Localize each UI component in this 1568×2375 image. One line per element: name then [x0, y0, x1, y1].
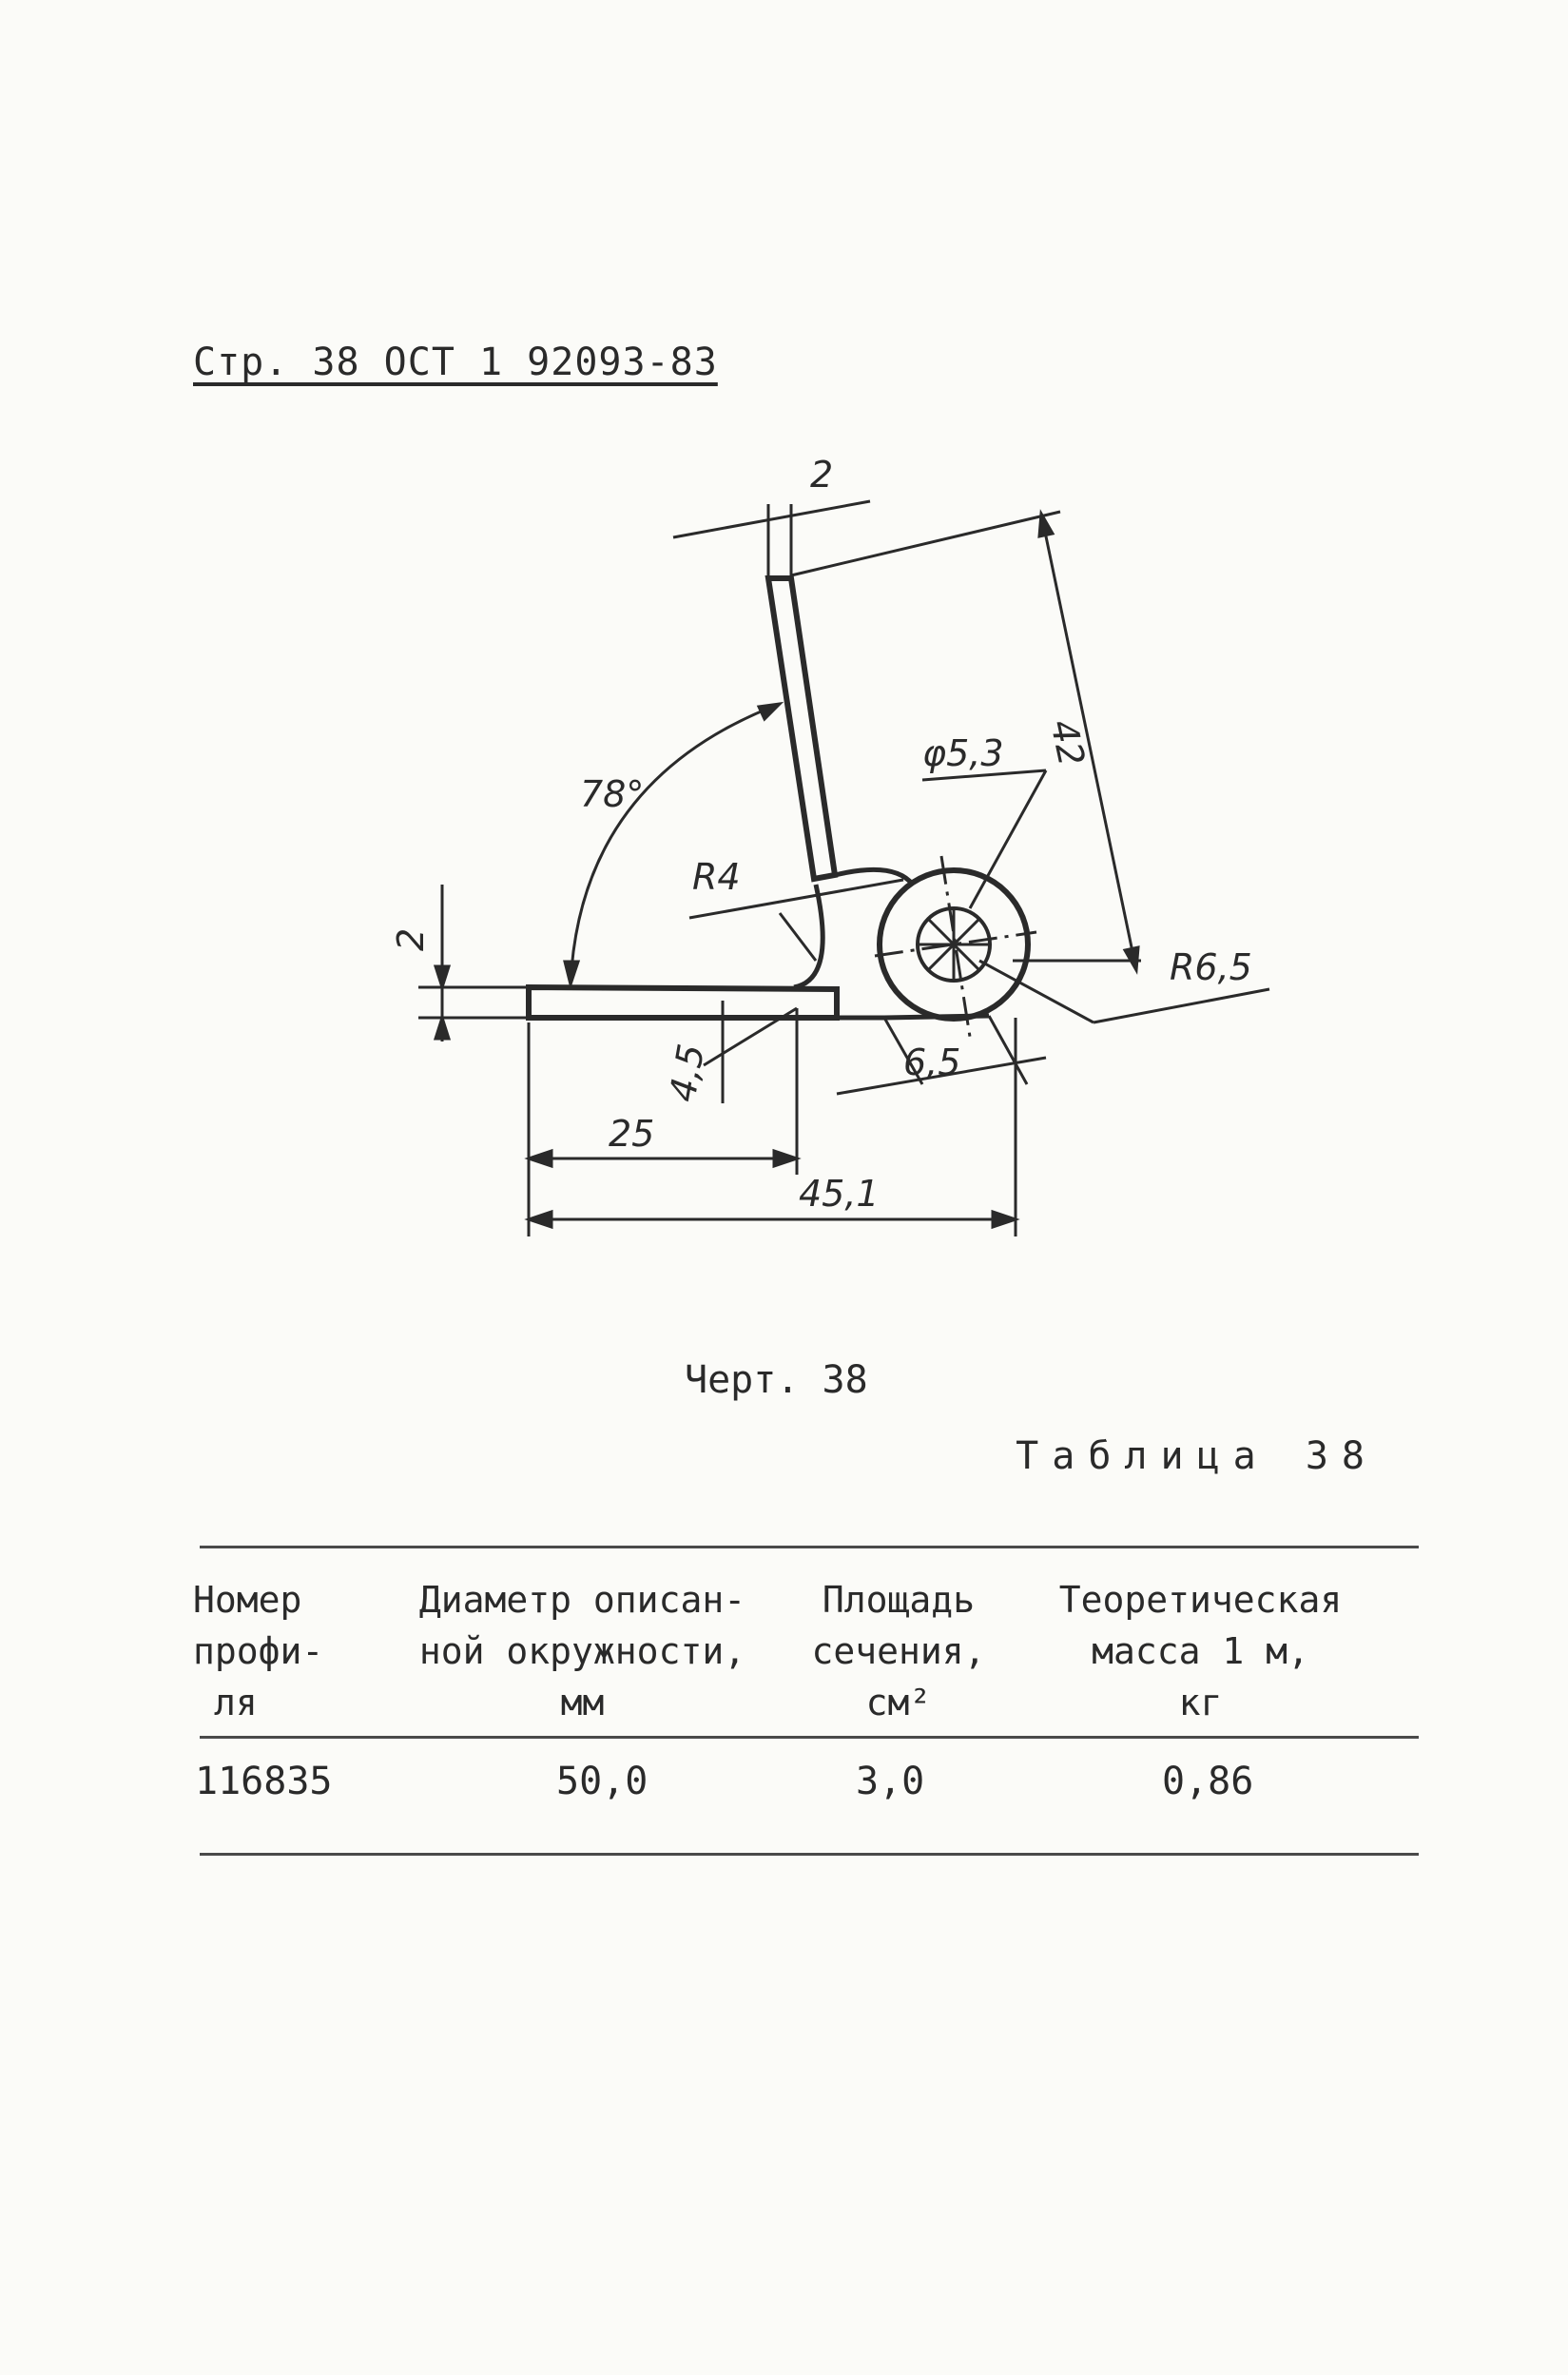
col-header-number: Номер профи- ля: [193, 1579, 324, 1723]
leader-r65: [1093, 987, 1270, 1024]
fillet-r4: [793, 884, 825, 990]
dim-2-top: 2: [810, 454, 833, 496]
dim-42: 42: [1042, 716, 1093, 769]
dim-78deg: 78°: [580, 773, 644, 815]
dim-line-2-top: [672, 499, 871, 539]
table-bottom-rule: [200, 1853, 1419, 1856]
dim-451: 45,1: [799, 1173, 880, 1215]
cell-diameter: 50,0: [556, 1760, 648, 1803]
col-header-mass: Теоретическая масса 1 м, кг: [1058, 1579, 1343, 1723]
bulb-neck: [834, 866, 915, 886]
dim-45: 4,5: [662, 1041, 713, 1104]
hole-hatch: [918, 908, 990, 981]
dim-65: 6,5: [903, 1041, 960, 1083]
col-header-diameter: Диаметр описан- ной окружности, мм: [418, 1579, 746, 1723]
cell-mass: 0,86: [1162, 1760, 1254, 1803]
dim-line-42: [1039, 513, 1138, 971]
table-top-rule: [200, 1546, 1419, 1548]
table-title: Таблица 38: [1016, 1434, 1378, 1478]
dim-2-left: 2: [390, 928, 432, 951]
dim-r4: R4: [692, 856, 741, 898]
page-header: Стр. 38 ОСТ 1 92093-83: [193, 341, 718, 384]
dim-phi53: φ5,3: [922, 732, 1004, 774]
profile-drawing: 2 42 78° φ5,3 R4 2 R6,5 6,5 4,5 25 45,1: [390, 454, 1270, 1236]
cell-area: 3,0: [856, 1760, 925, 1803]
arc-78: [569, 702, 781, 985]
dim-25: 25: [609, 1113, 654, 1155]
cell-profile-number: 116835: [195, 1760, 333, 1803]
col-header-area: Площадь сечения, см²: [811, 1579, 986, 1723]
slant-45: [703, 1006, 798, 1067]
figure-caption: Черт. 38: [685, 1358, 868, 1402]
table-header-rule: [200, 1736, 1419, 1739]
profile-wall: [765, 575, 839, 883]
dim-r65: R6,5: [1170, 946, 1252, 988]
leader-phi53: [921, 769, 1047, 782]
dim-line-65: [836, 1056, 1047, 1096]
leader-r4: [688, 878, 904, 920]
